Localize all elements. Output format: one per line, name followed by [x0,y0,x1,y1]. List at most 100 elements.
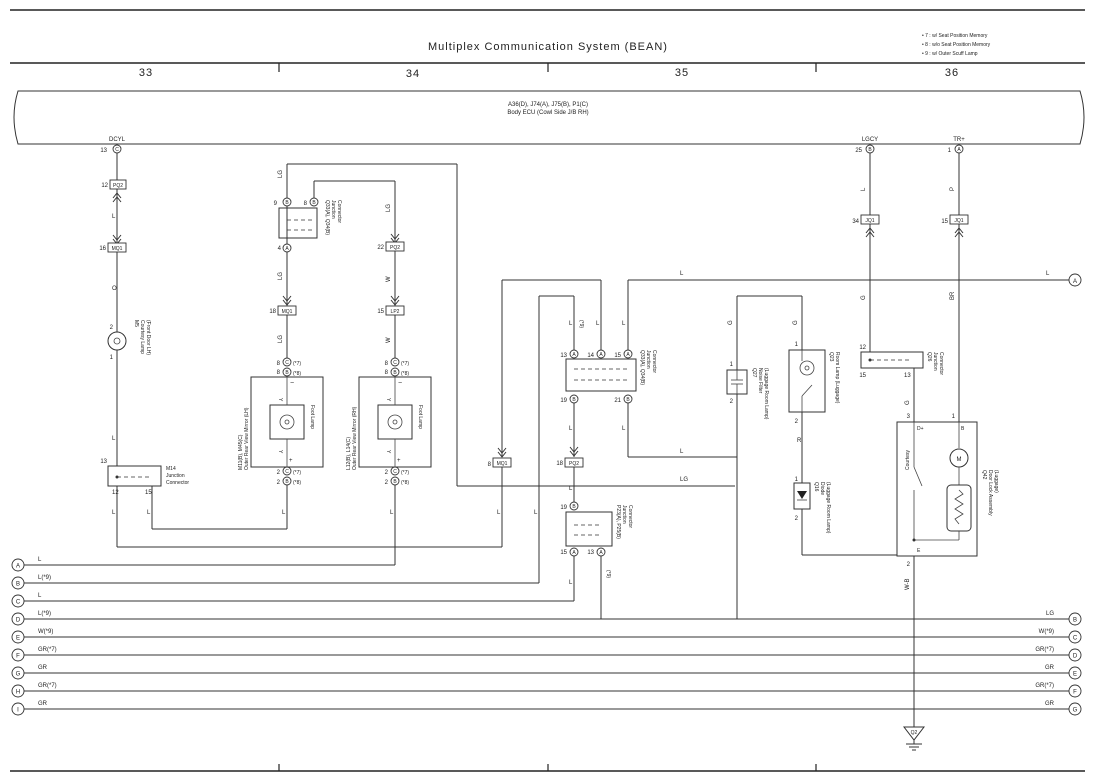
svg-text:PQ2: PQ2 [390,245,400,251]
svg-text:W: W [386,276,392,282]
svg-text:18: 18 [556,461,563,467]
svg-text:Courtesy: Courtesy [905,449,911,470]
svg-text:Foot Lamp: Foot Lamp [309,405,315,429]
junction-connector-q33 [278,207,318,239]
svg-text:15: 15 [859,373,866,379]
bus-wires: ALBL(*9)CLDL(*9)BLGEW(*9)CW(*9)FGR(*7)DG… [11,557,1082,716]
bus-wire-label-right: LG [1046,611,1054,617]
junction-connector-m14 [107,465,162,487]
svg-text:Connector: Connector [336,200,342,223]
svg-text:L: L [534,510,538,516]
section-number-33: 33 [139,67,153,79]
svg-text:L: L [569,486,573,492]
svg-text:M14: M14 [166,466,176,472]
connector-id: B [1073,618,1077,624]
svg-text:15: 15 [377,309,384,315]
svg-text:8: 8 [277,361,281,367]
bus-wire-label-left: GR [38,665,48,671]
svg-text:16: 16 [99,246,106,252]
svg-text:(Front Door LH): (Front Door LH) [145,320,151,355]
pin-lgcy-label: LGCY [862,137,878,143]
body-ecu-box [13,90,1085,145]
connector-b-right [1068,612,1082,626]
legend-note-1: • 7 : w/ Seat Position Memory [922,33,988,39]
svg-text:2: 2 [385,480,389,486]
svg-text:Courtesy Lamp: Courtesy Lamp [139,320,145,354]
svg-text:2: 2 [795,516,799,522]
bus-wire-label-left: W(*9) [38,629,53,635]
connector-id: D [16,618,21,624]
svg-text:(*7): (*7) [293,361,301,367]
svg-text:B: B [572,397,576,403]
svg-text:B: B [312,200,316,206]
svg-text:Connector: Connector [166,480,189,486]
svg-text:Y: Y [277,398,283,402]
bus-row-d: D L(*9) B LG [11,611,1082,626]
svg-text:2: 2 [110,325,114,331]
svg-text:C: C [115,147,119,153]
svg-text:15: 15 [145,490,152,496]
svg-text:(Luggage Room Lamp): (Luggage Room Lamp) [825,482,831,534]
svg-text:(*8): (*8) [293,480,301,486]
svg-text:(*7): (*7) [401,361,409,367]
svg-text:BR: BR [950,291,956,300]
svg-text:C: C [393,469,397,475]
svg-text:8: 8 [304,201,308,207]
svg-text:L: L [569,426,573,432]
svg-text:LP2: LP2 [391,309,400,315]
bus-row-c: CL [11,593,574,608]
svg-text:A: A [285,246,289,252]
bus-wire-label-left: L(*9) [38,611,51,617]
svg-text:A: A [626,352,630,358]
svg-text:MQ1: MQ1 [112,246,123,252]
foot-lamp-lh [269,404,305,440]
svg-text:2: 2 [277,480,281,486]
svg-text:P: P [950,187,956,191]
bus-wire-label-left: L [38,557,42,563]
svg-text:Q33(A), Q34(B): Q33(A), Q34(B) [639,350,645,385]
connector-id: G [16,672,21,678]
connector-id: D [1073,654,1078,660]
svg-text:L: L [112,214,116,220]
svg-text:1: 1 [795,477,799,483]
connector-id: E [16,636,20,642]
connector-id: F [16,654,20,660]
connector-id: F [1073,690,1077,696]
svg-text:−: − [398,380,402,387]
bus-wire-label-right: GR(*7) [1035,683,1054,689]
bus-wire-label-right: GR [1045,701,1055,707]
svg-text:Junction: Junction [621,505,627,524]
svg-text:G: G [905,400,911,405]
svg-text:19: 19 [560,505,567,511]
svg-text:Q16: Q16 [813,482,819,492]
svg-text:Foot Lamp: Foot Lamp [417,405,423,429]
svg-text:Q42: Q42 [981,470,987,480]
svg-text:R: R [797,438,802,444]
svg-text:13: 13 [100,148,107,154]
svg-text:P23(A), P25(B): P23(A), P25(B) [615,505,621,539]
bus-wire-label-left: L(*9) [38,575,51,581]
svg-text:L: L [569,580,573,586]
svg-text:L: L [282,510,286,516]
section-number-36: 36 [945,67,959,79]
diagram-title: Multiplex Communication System (BEAN) [428,41,668,53]
svg-text:13: 13 [904,373,911,379]
svg-text:A: A [572,352,576,358]
pin-tr-label: TR+ [953,137,965,143]
svg-text:B: B [626,397,630,403]
svg-text:4: 4 [278,246,282,252]
svg-text:L: L [622,426,626,432]
svg-text:C: C [285,360,289,366]
svg-text:14: 14 [587,353,594,359]
body-ecu-connectors: A36(D), J74(A), J75(B), P1(C) [508,102,588,108]
svg-text:MQ1: MQ1 [497,461,508,467]
svg-text:+: + [289,458,293,464]
svg-text:G: G [861,295,867,300]
svg-text:B: B [285,479,289,485]
svg-text:L: L [569,321,573,327]
ground-q2 [902,726,926,741]
door-lock-heater [946,484,972,532]
